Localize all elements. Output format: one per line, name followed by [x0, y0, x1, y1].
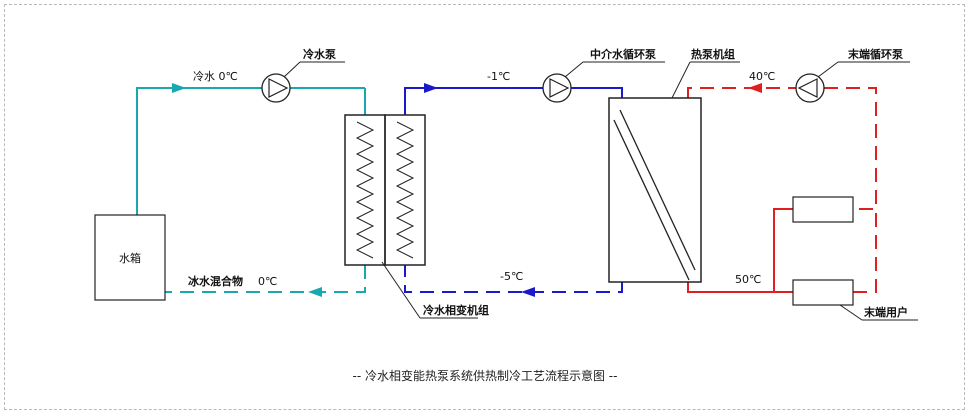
medium-water-loop: [404, 87, 623, 293]
leader-line: [564, 61, 584, 78]
medium-supply-line-2: [571, 87, 623, 98]
ice-mix-label: 冰水混合物: [188, 274, 243, 288]
hot-temp-bottom-label: 50℃: [735, 273, 761, 286]
flow-arrow-icon: [521, 287, 535, 297]
heat-pump-unit: [608, 97, 702, 283]
end-user-radiator-2: [792, 279, 854, 306]
flow-arrow-icon: [424, 83, 438, 93]
cold-water-loop: [136, 87, 366, 293]
ice-mix-return-line: [165, 265, 366, 293]
cold-water-supply-line: [136, 87, 262, 215]
medium-supply-line: [404, 87, 543, 115]
end-user-label: 末端用户: [863, 305, 908, 319]
medium-pump-label: 中介水循环泵: [590, 47, 656, 61]
diagram-caption: -- 冷水相变能热泵系统供热制冷工艺流程示意图 --: [353, 368, 618, 383]
end-pump-label: 末端循环泵: [847, 47, 903, 61]
hot-return-line-2: [824, 87, 877, 210]
medium-temp-top-label: -1℃: [487, 70, 510, 83]
cold-water-pump: [261, 73, 291, 103]
leader-line: [817, 61, 839, 78]
phase-change-unit-label: 冷水相变机组: [423, 303, 489, 317]
hot-temp-top-label: 40℃: [749, 70, 775, 83]
water-tank-label: 水箱: [119, 251, 141, 265]
cold-water-pump-label: 冷水泵: [303, 47, 336, 61]
cold-water-temp-label: 冷水 0℃: [193, 70, 238, 83]
heat-pump-unit-label: 热泵机组: [691, 47, 735, 61]
hot-supply-line: [687, 282, 793, 293]
leader-line: [671, 61, 691, 99]
end-user-radiator-1: [792, 196, 854, 223]
medium-temp-bottom-label: -5℃: [500, 270, 523, 283]
diagram-frame: [4, 4, 965, 410]
flow-arrow-icon: [172, 83, 186, 93]
leader-line: [283, 61, 301, 78]
end-circulation-pump: [795, 73, 825, 103]
leader-line: [839, 304, 863, 321]
coil-left: [355, 121, 375, 259]
flow-arrow-icon: [748, 83, 762, 93]
flow-arrow-icon: [308, 287, 322, 297]
ice-mix-temp-label: 0℃: [258, 275, 277, 288]
hot-supply-branch: [773, 208, 793, 292]
hot-water-loop: [687, 87, 877, 293]
leader-line: [381, 261, 421, 319]
medium-water-pump: [542, 73, 572, 103]
hot-return-line-3: [853, 209, 877, 293]
medium-return-line: [404, 265, 623, 293]
water-tank: [94, 214, 166, 301]
hot-return-line: [687, 87, 796, 98]
phase-change-unit: [344, 114, 426, 266]
coil-right: [395, 121, 415, 259]
